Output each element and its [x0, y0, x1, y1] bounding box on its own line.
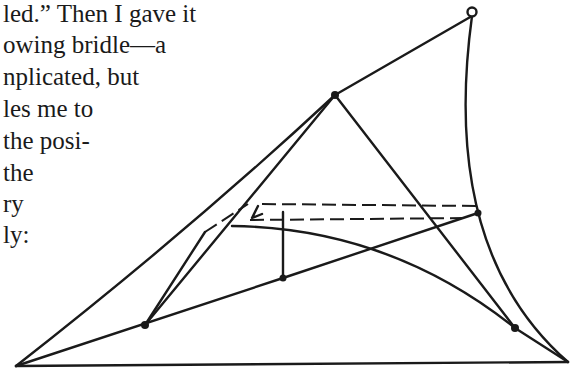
bridle-line [145, 232, 205, 325]
bridle-line [335, 95, 568, 362]
body-text-line: the posi- [3, 127, 90, 155]
body-text-line: led.” Then I gave it [3, 0, 196, 28]
dashed-line [250, 218, 470, 220]
bridle-line [16, 213, 478, 366]
knot-dot [475, 210, 482, 217]
dashed-line [262, 204, 476, 206]
knot-dot [280, 275, 287, 282]
body-text-line: the [3, 159, 34, 187]
bridle-line [232, 226, 515, 328]
knot-dot [141, 321, 149, 329]
kite-base [16, 362, 568, 366]
body-text-line: ry [3, 190, 24, 218]
dashed-line [205, 204, 248, 232]
bridle-line [145, 95, 335, 325]
bridle-ring [252, 206, 262, 218]
body-text-line: les me to [3, 95, 93, 123]
body-text-line: owing bridle—a [3, 31, 166, 59]
body-text-line: nplicated, but [3, 63, 139, 91]
bridle-line [282, 212, 284, 278]
kite-right-edge [466, 16, 568, 362]
body-text-line: ly: [3, 221, 29, 249]
apex-ring [468, 8, 477, 17]
knot-dot [511, 324, 519, 332]
knot-dot [331, 91, 339, 99]
